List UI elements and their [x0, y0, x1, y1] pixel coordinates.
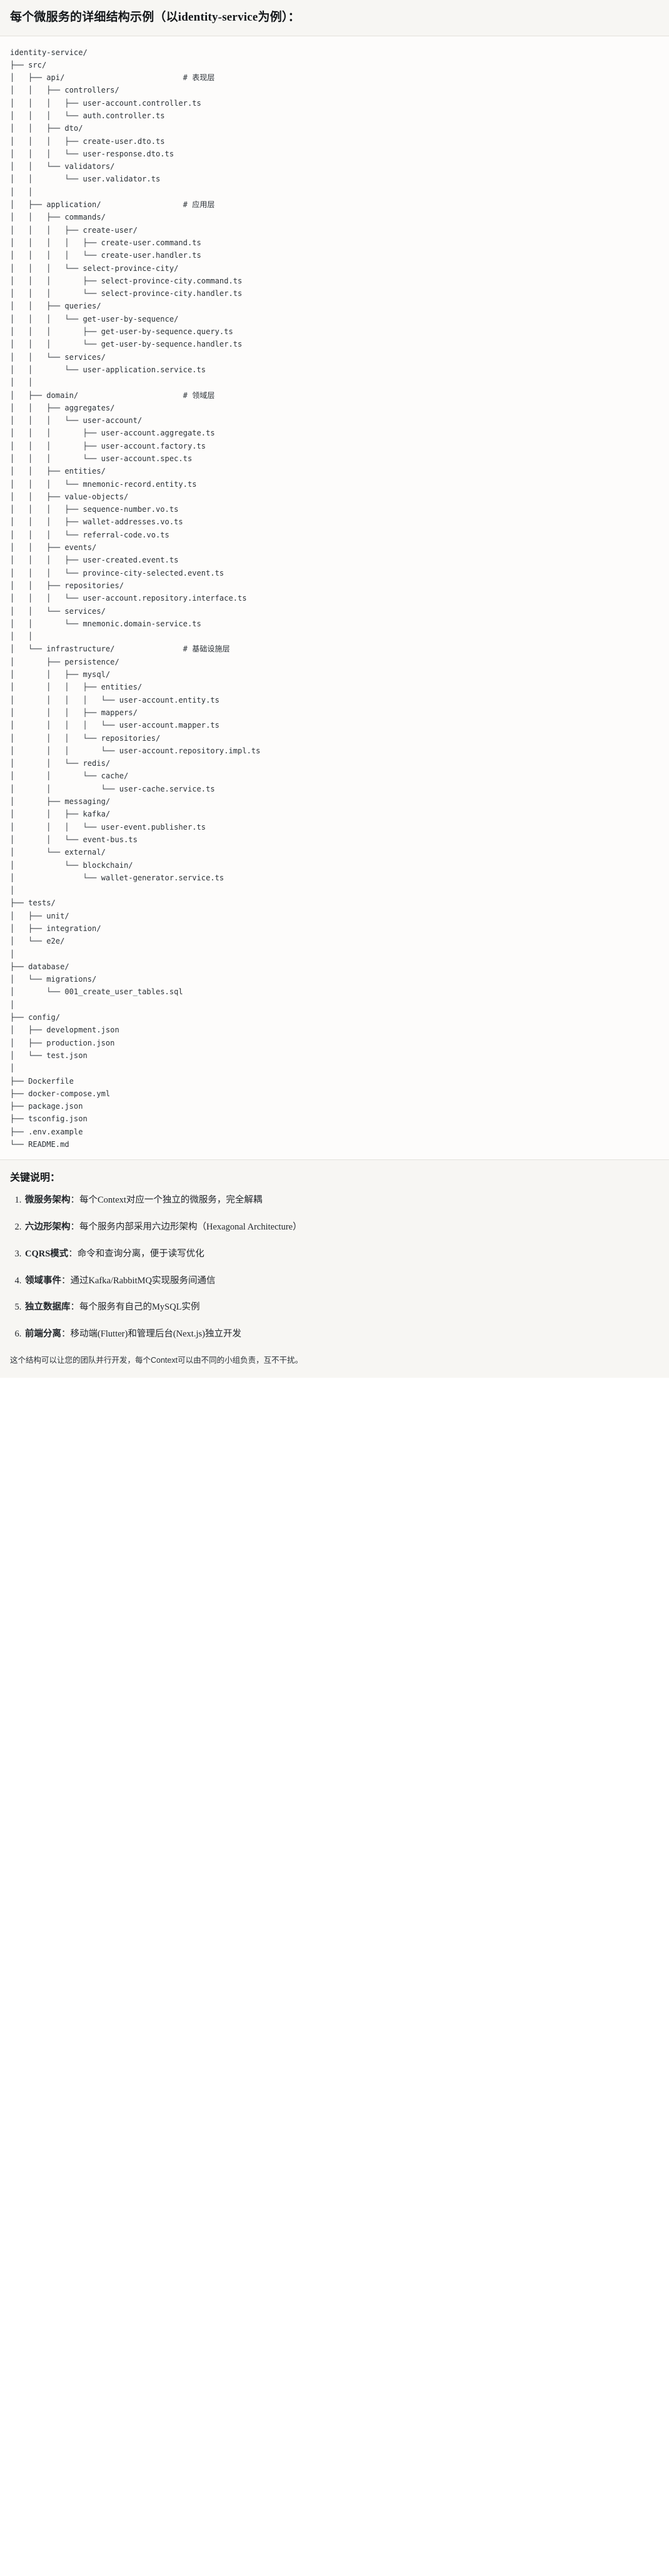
note-term: 独立数据库	[25, 1302, 71, 1313]
note-term: 前端分离	[25, 1329, 61, 1340]
note-separator: ：	[70, 1195, 80, 1206]
note-separator: ：	[70, 1302, 80, 1313]
list-item: 独立数据库：每个服务有自己的MySQL实例	[24, 1301, 659, 1315]
note-separator: ：	[68, 1248, 78, 1259]
note-desc: 每个服务有自己的MySQL实例	[79, 1302, 200, 1313]
note-separator: ：	[61, 1275, 71, 1286]
page-title: 每个微服务的详细结构示例（以identity-service为例）：	[10, 11, 300, 24]
note-term: 六边形架构	[25, 1222, 71, 1233]
note-term: CQRS模式	[25, 1248, 69, 1259]
list-item: 前端分离：移动端(Flutter)和管理后台(Next.js)独立开发	[24, 1328, 659, 1341]
note-term: 领域事件	[25, 1275, 61, 1286]
key-notes-section: 关键说明： 微服务架构：每个Context对应一个独立的微服务，完全解耦 六边形…	[0, 1159, 669, 1378]
document-header: 每个微服务的详细结构示例（以identity-service为例）：	[0, 0, 669, 36]
note-term: 微服务架构	[25, 1195, 71, 1206]
note-desc: 每个服务内部采用六边形架构（Hexagonal Architecture）	[79, 1222, 302, 1233]
directory-tree: identity-service/ ├── src/ │ ├── api/ # …	[10, 48, 261, 1149]
note-desc: 每个Context对应一个独立的微服务，完全解耦	[79, 1195, 263, 1206]
key-notes-list: 微服务架构：每个Context对应一个独立的微服务，完全解耦 六边形架构：每个服…	[10, 1194, 659, 1341]
note-desc: 通过Kafka/RabbitMQ实现服务间通信	[70, 1275, 216, 1286]
closing-paragraph: 这个结构可以让您的团队并行开发，每个Context可以由不同的小组负责，互不干扰…	[10, 1355, 303, 1365]
note-desc: 移动端(Flutter)和管理后台(Next.js)独立开发	[70, 1329, 241, 1340]
list-item: 微服务架构：每个Context对应一个独立的微服务，完全解耦	[24, 1194, 659, 1208]
list-item: CQRS模式：命令和查询分离，便于读写优化	[24, 1248, 659, 1261]
key-notes-heading: 关键说明：	[10, 1173, 61, 1184]
list-item: 领域事件：通过Kafka/RabbitMQ实现服务间通信	[24, 1275, 659, 1288]
list-item: 六边形架构：每个服务内部采用六边形架构（Hexagonal Architectu…	[24, 1221, 659, 1235]
note-separator: ：	[70, 1222, 80, 1233]
note-desc: 命令和查询分离，便于读写优化	[77, 1248, 204, 1259]
code-block: identity-service/ ├── src/ │ ├── api/ # …	[0, 36, 669, 1160]
note-separator: ：	[61, 1329, 71, 1340]
